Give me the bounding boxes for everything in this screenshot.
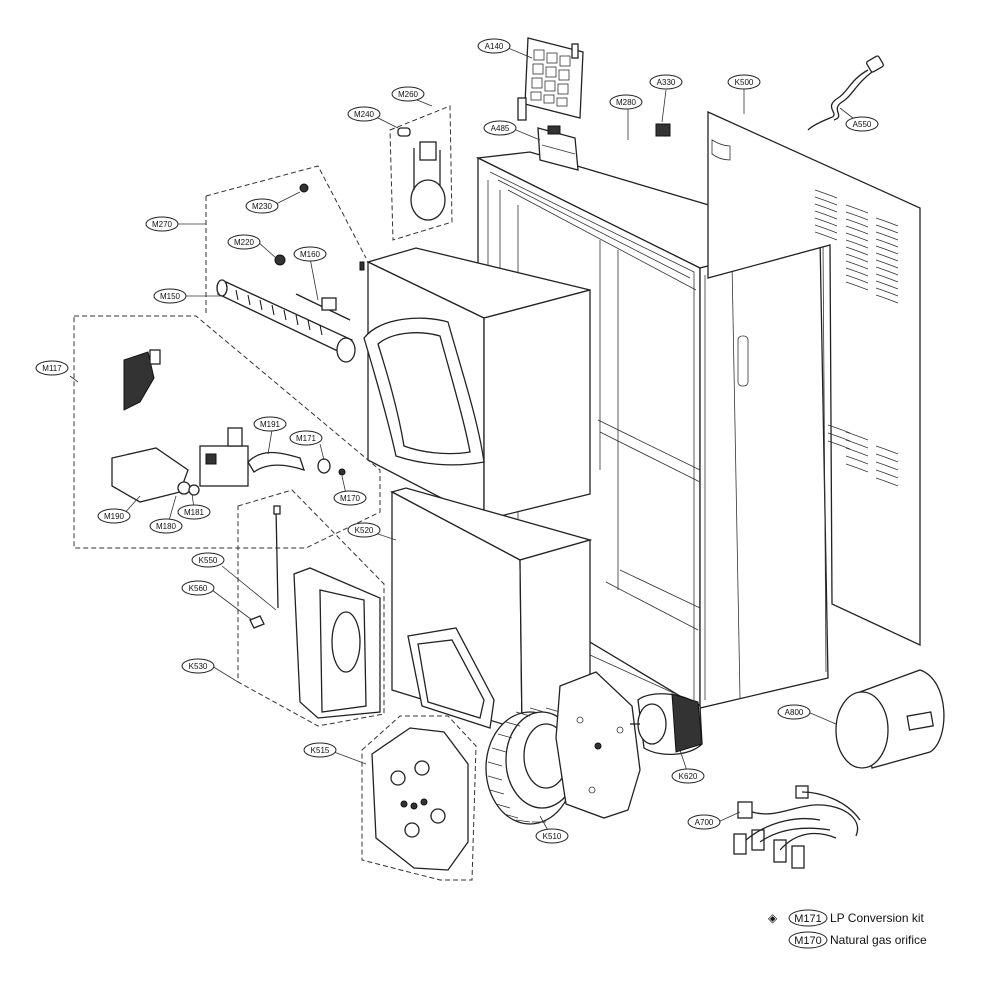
blower-housing bbox=[390, 487, 593, 731]
callout-a140: A140 bbox=[477, 38, 511, 54]
callout-m190: M190 bbox=[97, 508, 131, 524]
callout-m220: M220 bbox=[227, 234, 261, 250]
vent-pipe bbox=[835, 669, 945, 769]
callout-label: M181 bbox=[184, 508, 205, 517]
callout-label: M220 bbox=[234, 238, 255, 247]
callout-a485: A485 bbox=[483, 120, 517, 136]
callout-a330: A330 bbox=[649, 74, 683, 90]
callout-label: M260 bbox=[398, 90, 419, 99]
callout-k515: K515 bbox=[303, 742, 337, 758]
small-switch bbox=[655, 123, 671, 137]
callout-label: M171 bbox=[296, 434, 317, 443]
callout-a700: A700 bbox=[687, 814, 721, 830]
blower-mount-plate bbox=[371, 727, 469, 871]
legend-item-natural-gas-orifice: M170 Natural gas orifice bbox=[788, 931, 927, 949]
wiring-harness bbox=[733, 785, 861, 869]
legend-item-lp-kit: ◈ M171 LP Conversion kit bbox=[768, 909, 924, 927]
callout-label: A485 bbox=[491, 124, 510, 133]
legend-text: Natural gas orifice bbox=[830, 933, 927, 947]
callout-label: M150 bbox=[160, 292, 181, 301]
small-fittings bbox=[274, 183, 309, 266]
callout-m230: M230 bbox=[245, 198, 279, 214]
callout-k530: K530 bbox=[181, 658, 215, 674]
callout-label: K500 bbox=[735, 78, 754, 87]
callout-k620: K620 bbox=[671, 768, 705, 784]
callout-label: K510 bbox=[543, 832, 562, 841]
control-bracket bbox=[537, 125, 579, 171]
callout-label: M191 bbox=[260, 420, 281, 429]
vent-louvers bbox=[814, 189, 899, 487]
power-cord bbox=[807, 55, 884, 131]
legend-code: M171 bbox=[794, 913, 822, 925]
callout-label: M270 bbox=[152, 220, 173, 229]
callout-m260: M260 bbox=[391, 86, 425, 102]
callout-label: A550 bbox=[853, 120, 872, 129]
igniter bbox=[295, 261, 365, 321]
limit-switch-assembly bbox=[397, 127, 446, 221]
callout-label: K515 bbox=[311, 746, 330, 755]
callout-label: K560 bbox=[189, 584, 208, 593]
callout-label: M230 bbox=[252, 202, 273, 211]
legend-text: LP Conversion kit bbox=[830, 911, 924, 925]
callout-label: K550 bbox=[199, 556, 218, 565]
callout-a550: A550 bbox=[845, 116, 879, 132]
callout-m170: M170 bbox=[333, 490, 367, 506]
legend-symbol: ◈ bbox=[768, 911, 778, 925]
flame-sensor bbox=[123, 349, 161, 411]
callout-m150: M150 bbox=[153, 288, 187, 304]
burner-tube bbox=[216, 279, 356, 363]
callout-m280: M280 bbox=[609, 94, 643, 110]
legend: ◈ M171 LP Conversion kit M170 Natural ga… bbox=[768, 909, 927, 949]
callout-label: K520 bbox=[355, 526, 374, 535]
callout-m270: M270 bbox=[145, 216, 179, 232]
callout-m171: M171 bbox=[289, 430, 323, 446]
callout-a800: A800 bbox=[777, 704, 811, 720]
callout-k520: K520 bbox=[347, 522, 381, 538]
callout-m191: M191 bbox=[253, 416, 287, 432]
callout-label: A800 bbox=[785, 708, 804, 717]
legend-code: M170 bbox=[794, 935, 822, 947]
callout-m160: M160 bbox=[293, 246, 327, 262]
flue-adapter bbox=[249, 505, 381, 719]
callout-label: M240 bbox=[354, 110, 375, 119]
callout-label: M117 bbox=[42, 364, 62, 373]
callout-label: M280 bbox=[616, 98, 637, 107]
callout-label: M190 bbox=[104, 512, 125, 521]
callout-k560: K560 bbox=[181, 580, 215, 596]
callout-m117: M117 bbox=[35, 360, 69, 376]
filter-grille bbox=[517, 37, 584, 121]
gas-valve bbox=[111, 427, 346, 503]
motor-plate bbox=[555, 671, 641, 819]
callout-label: M160 bbox=[300, 250, 321, 259]
callout-label: K530 bbox=[189, 662, 208, 671]
callout-label: K620 bbox=[679, 772, 698, 781]
inducer-motor bbox=[630, 693, 703, 756]
combustion-chamber bbox=[363, 247, 591, 522]
callout-m240: M240 bbox=[347, 106, 381, 122]
callout-label: A700 bbox=[695, 818, 714, 827]
callout-m180: M180 bbox=[149, 518, 183, 534]
callout-k550: K550 bbox=[191, 552, 225, 568]
callout-label: A330 bbox=[657, 78, 676, 87]
callout-label: A140 bbox=[485, 42, 504, 51]
callout-label: M180 bbox=[156, 522, 177, 531]
side-panel bbox=[707, 110, 921, 647]
callout-k510: K510 bbox=[535, 828, 569, 844]
callout-label: M170 bbox=[340, 494, 361, 503]
callout-k500: K500 bbox=[727, 74, 761, 90]
callout-m181: M181 bbox=[177, 504, 211, 520]
